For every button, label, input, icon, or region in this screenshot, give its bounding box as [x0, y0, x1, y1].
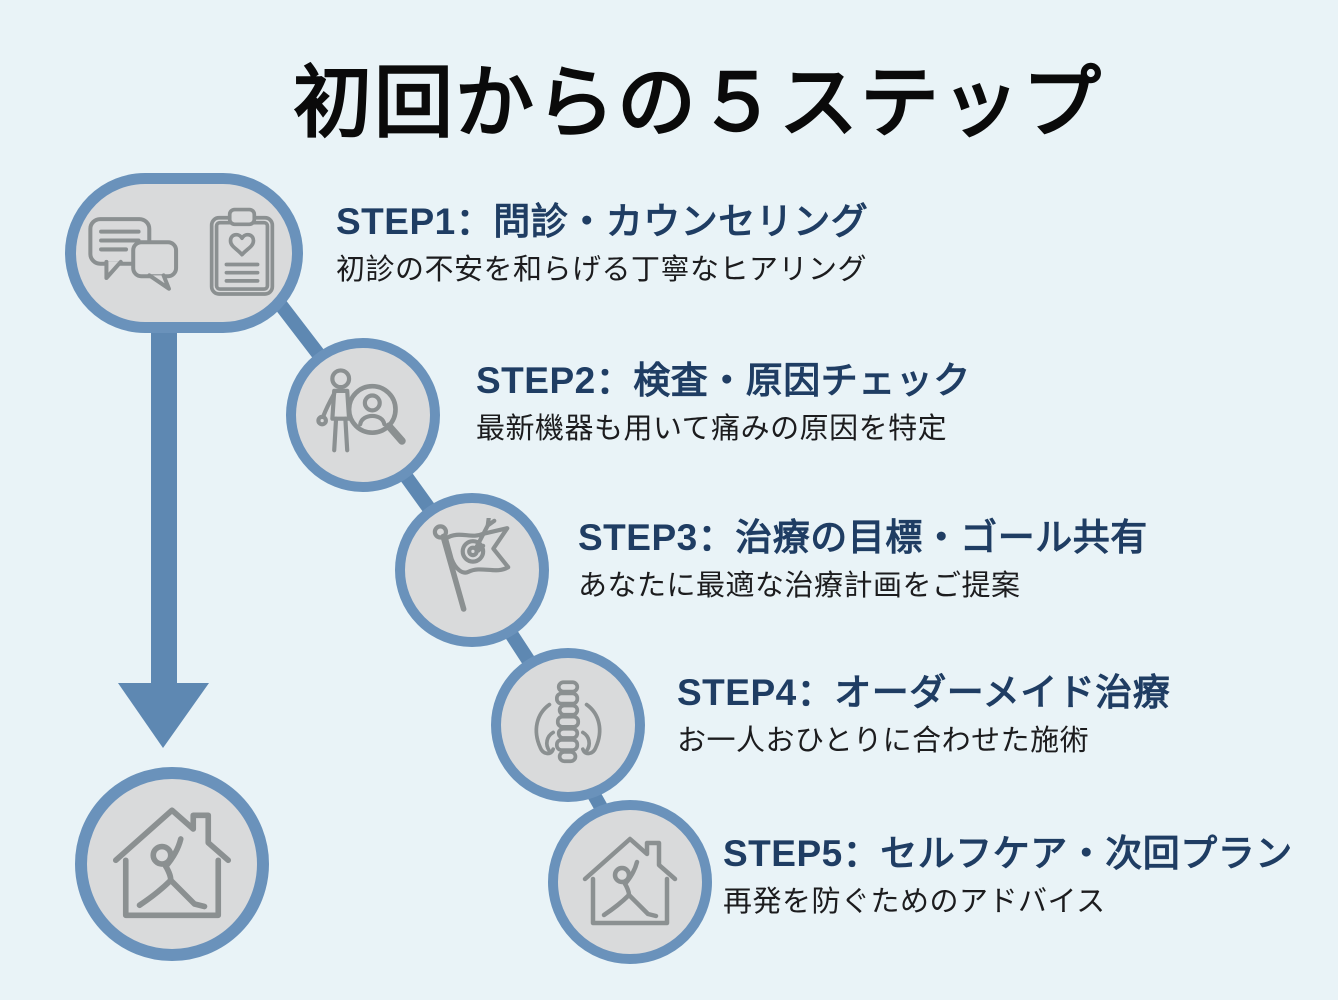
down-arrow-icon [118, 330, 209, 748]
step-1-description: 初診の不安を和らげる丁寧なヒアリング [336, 254, 868, 286]
step-3-node [395, 493, 549, 647]
step-2-text: STEP2：検査・原因チェック 最新機器も用いて痛みの原因を特定 [476, 358, 971, 447]
step-4-description: お一人おひとりに合わせた施術 [677, 725, 1090, 757]
step-2-description: 最新機器も用いて痛みの原因を特定 [476, 413, 948, 445]
home-exercise-icon [582, 836, 678, 926]
step-5-node [548, 800, 712, 964]
step-1-node [65, 173, 303, 333]
step-2-node [286, 338, 440, 492]
person-search-icon [316, 368, 406, 453]
step-4-node [491, 648, 645, 802]
clipboard-icon [209, 207, 275, 296]
step-3-text: STEP3：治療の目標・ゴール共有 あなたに最適な治療計画をご提案 [578, 515, 1148, 604]
step-5-heading: STEP5：セルフケア・次回プラン [723, 833, 1293, 874]
step-5-text: STEP5：セルフケア・次回プラン 再発を防ぐためのアドバイス [723, 831, 1293, 920]
step-5-description: 再発を防ぐためのアドバイス [723, 886, 1106, 918]
step-1-heading: STEP1：問診・カウンセリング [336, 201, 869, 242]
goal-flag-target-icon [432, 518, 511, 612]
home-result-node [75, 767, 269, 961]
step-4-heading: STEP4：オーダーメイド治療 [677, 672, 1171, 713]
step-3-description: あなたに最適な治療計画をご提案 [578, 570, 1021, 602]
page-title: 初回からの５ステップ [293, 61, 1103, 148]
step-3-heading: STEP3：治療の目標・ゴール共有 [578, 517, 1148, 558]
home-exercise-icon [112, 807, 232, 919]
step-2-heading: STEP2：検査・原因チェック [476, 360, 971, 401]
step-4-text: STEP4：オーダーメイド治療 お一人おひとりに合わせた施術 [677, 670, 1170, 759]
step-1-text: STEP1：問診・カウンセリング 初診の不安を和らげる丁寧なヒアリング [336, 199, 868, 288]
hands-spine-icon [534, 680, 602, 764]
chat-bubbles-icon [88, 217, 179, 291]
